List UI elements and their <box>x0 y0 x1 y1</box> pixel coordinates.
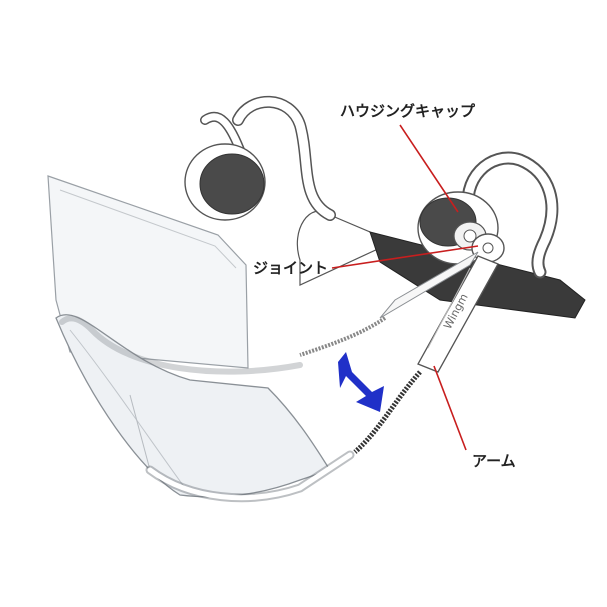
label-joint: ジョイント <box>253 259 328 277</box>
face-shield <box>47 175 355 503</box>
label-housing-cap: ハウジングキャップ <box>340 102 476 120</box>
joint <box>471 233 505 263</box>
leader-arm <box>433 365 467 451</box>
leader-housing-cap <box>399 124 459 213</box>
adjustment-arrow <box>338 352 384 412</box>
neckband <box>200 95 586 319</box>
label-arm: アーム <box>472 452 516 470</box>
leader-joint <box>331 245 479 269</box>
left-ear-pad <box>184 143 266 221</box>
arm: Wingm <box>299 251 499 454</box>
